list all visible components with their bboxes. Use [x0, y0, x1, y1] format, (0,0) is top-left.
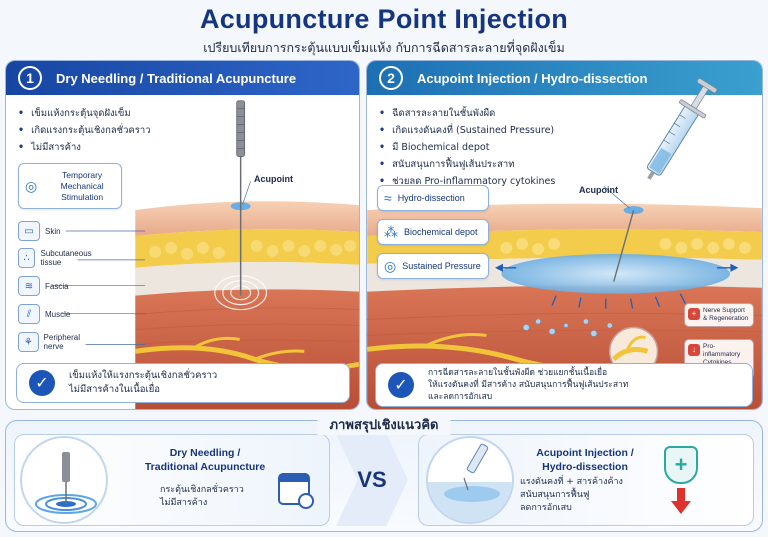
- panel-number-badge: 1: [18, 66, 42, 90]
- list-item: สนับสนุนการฟื้นฟูเส้นประสาท: [379, 156, 555, 173]
- list-item: มี Biochemical depot: [379, 139, 555, 156]
- fascia-layer: [135, 261, 359, 296]
- dry-needling-header: 1 Dry Needling / Traditional Acupuncture: [6, 61, 359, 95]
- vibration-rings-icon: ◎: [25, 177, 38, 194]
- skin-label: ▭Skin: [18, 221, 61, 241]
- dry-needling-summary-heading: Dry Needling / Traditional Acupuncture: [144, 447, 266, 473]
- subcutaneous-label: ∴Subcutaneous tissue: [18, 248, 98, 268]
- skin-layer: [135, 201, 359, 236]
- nerve-icon: ⚘: [18, 332, 39, 352]
- acupoint-injection-title: Acupoint Injection / Hydro-dissection: [417, 70, 648, 86]
- vs-label: VS: [357, 467, 387, 492]
- acupoint-label: Acupoint: [254, 174, 293, 184]
- check-icon: ✓: [29, 370, 55, 396]
- nerve-support-tag: + Nerve Support & Regeneration: [684, 303, 754, 327]
- injection-bullets: ฉีดสารละลายในชั้นพังผืด เกิดแรงดันคงที่ …: [379, 105, 555, 190]
- dry-needling-summary-text: กระตุ้นเชิงกลชั่วคราว ไม่มีสารค้าง: [160, 485, 244, 508]
- injection-thumbnail: [426, 436, 514, 524]
- dry-needling-bullets: เข็มแห้งกระตุ้นจุดฝังเข็ม เกิดแรงกระตุ้น…: [18, 105, 151, 156]
- down-arrow-icon: [671, 488, 691, 514]
- acupoint-injection-header: 2 Acupoint Injection / Hydro-dissection: [367, 61, 762, 95]
- summary-title: ภาพสรุปเชิงแนวคิด: [317, 414, 451, 435]
- hydro-dissection-tag: ≈Hydro-dissection: [377, 185, 489, 211]
- shield-plus-icon: +: [688, 308, 700, 320]
- header: Acupuncture Point Injection เปรียบเทียบก…: [0, 0, 768, 62]
- calendar-clock-icon: [278, 473, 314, 509]
- list-item: เข็มแห้งกระตุ้นจุดฝังเข็ม: [18, 105, 151, 122]
- water-waves-icon: ≈: [384, 190, 392, 206]
- pressure-rings-icon: ◎: [384, 257, 397, 274]
- dry-needle-thumbnail: [20, 436, 108, 524]
- fascia-label: ≋Fascia: [18, 276, 69, 296]
- skin-icon: ▭: [18, 221, 40, 241]
- acupoint-label: Acupoint: [579, 185, 618, 195]
- panel-number-badge: 2: [379, 66, 403, 90]
- dry-needle: [236, 100, 246, 296]
- injection-summary-heading: Acupoint Injection / Hydro-dissection: [536, 447, 634, 473]
- temporary-stimulation-tag: ◎ Temporary Mechanical Stimulation: [18, 163, 122, 209]
- sustained-pressure-tag: ◎Sustained Pressure: [377, 253, 489, 279]
- acupoint-injection-panel: 2 Acupoint Injection / Hydro-dissection: [366, 60, 763, 410]
- acupoint-glow: [623, 206, 644, 215]
- shield-plus-icon: +: [664, 446, 698, 484]
- list-item: เกิดแรงดันคงที่ (Sustained Pressure): [379, 122, 555, 139]
- list-item: ไม่มีสารค้าง: [18, 139, 151, 156]
- nerve-label: ⚘Peripheral nerve: [18, 332, 98, 352]
- list-item: ฉีดสารละลายในชั้นพังผืด: [379, 105, 555, 122]
- check-icon: ✓: [388, 372, 414, 398]
- list-item: ช่วยลด Pro-inflammatory cytokines: [379, 173, 555, 190]
- down-arrow-icon: ↓: [688, 344, 700, 356]
- dry-needling-title: Dry Needling / Traditional Acupuncture: [56, 70, 297, 86]
- pressure-arrows: [494, 263, 739, 309]
- syringe: [613, 78, 718, 282]
- injection-summary-text: แรงดันคงที่ + สารค้างค้าง สนับสนุนการฟื้…: [520, 477, 623, 513]
- dry-needling-panel: 1 Dry Needling / Traditional Acupuncture: [5, 60, 360, 410]
- fat-cells-icon: ∴: [18, 248, 36, 268]
- muscle-label: ⫽Muscle: [18, 304, 70, 324]
- subcutaneous-fat-layer: [135, 229, 359, 268]
- page-subtitle: เปรียบเทียบการกระตุ้นแบบเข็มแห้ง กับการฉ…: [203, 40, 565, 55]
- molecule-icon: ⁂: [384, 223, 398, 240]
- list-item: เกิดแรงกระตุ้นเชิงกลชั่วคราว: [18, 122, 150, 139]
- injection-summary-callout: ✓ การฉีดสารละลายในชั้นพังผืด ช่วยแยกชั้น…: [375, 363, 753, 407]
- dry-needling-summary-callout: ✓ เข็มแห้งให้แรงกระตุ้นเชิงกลชั่วคราว ไม…: [16, 363, 350, 403]
- fascia-icon: ≋: [18, 276, 40, 296]
- muscle-icon: ⫽: [18, 304, 40, 324]
- page-title: Acupuncture Point Injection: [199, 4, 569, 34]
- biochemical-depot-tag: ⁂Biochemical depot: [377, 219, 489, 245]
